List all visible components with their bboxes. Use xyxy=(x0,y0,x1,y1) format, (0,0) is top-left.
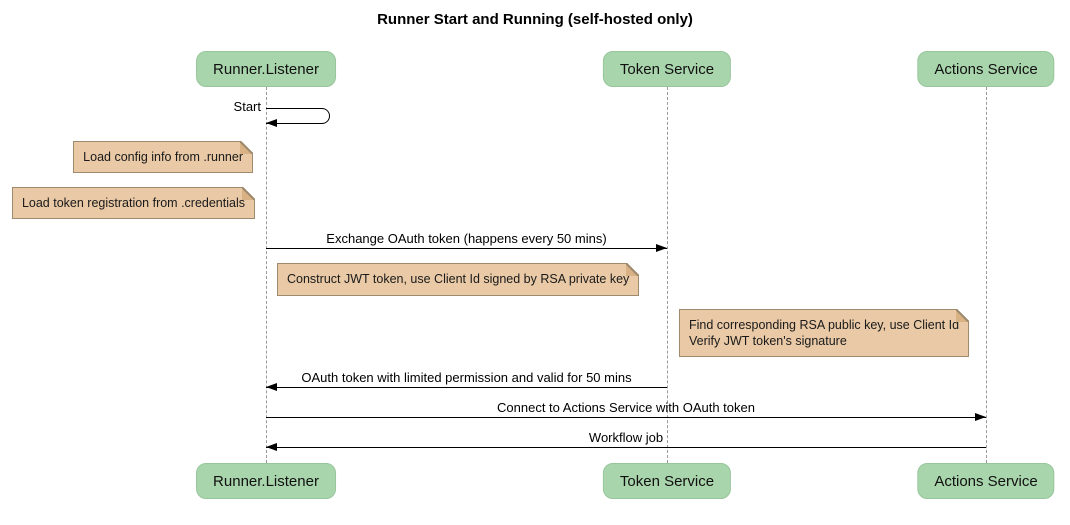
message-line xyxy=(266,387,667,388)
message-label-connect: Connect to Actions Service with OAuth to… xyxy=(497,400,755,415)
lifeline-actions-service xyxy=(986,87,987,463)
message-label-workflow-job: Workflow job xyxy=(588,430,664,445)
message-connect: Connect to Actions Service with OAuth to… xyxy=(266,400,986,421)
message-line xyxy=(266,248,667,249)
self-message-loop xyxy=(266,108,330,124)
message-line xyxy=(266,447,986,448)
message-label-oauth-return: OAuth token with limited permission and … xyxy=(301,370,632,385)
message-label-start: Start xyxy=(233,99,261,114)
note-load-config-text: Load config info from .runner xyxy=(83,150,243,164)
note-verify-jwt: Find corresponding RSA public key, use C… xyxy=(679,309,970,357)
lifeline-token-service xyxy=(667,87,668,463)
arrowhead-left-icon xyxy=(266,119,277,127)
actor-top-actions-service: Actions Service xyxy=(917,51,1055,87)
note-load-config: Load config info from .runner xyxy=(73,141,253,173)
note-verify-jwt-line2: Verify JWT token's signature xyxy=(689,334,847,348)
actor-bottom-token-service: Token Service xyxy=(602,463,732,499)
note-verify-jwt-line1: Find corresponding RSA public key, use C… xyxy=(689,318,960,332)
note-load-credentials: Load token registration from .credential… xyxy=(11,187,256,219)
lifeline-runner-listener xyxy=(266,87,267,463)
actor-top-token-service: Token Service xyxy=(602,51,732,87)
note-construct-jwt-text: Construct JWT token, use Client Id signe… xyxy=(287,272,630,286)
actor-bottom-runner-listener: Runner.Listener xyxy=(196,463,336,499)
diagram-title: Runner Start and Running (self-hosted on… xyxy=(377,11,693,28)
note-construct-jwt: Construct JWT token, use Client Id signe… xyxy=(277,263,640,296)
actor-top-runner-listener: Runner.Listener xyxy=(196,51,336,87)
note-load-credentials-text: Load token registration from .credential… xyxy=(21,196,245,210)
message-line xyxy=(266,417,986,418)
actor-bottom-actions-service: Actions Service xyxy=(917,463,1055,499)
message-label-exchange-oauth: Exchange OAuth token (happens every 50 m… xyxy=(326,231,607,246)
arrowhead-right-icon xyxy=(975,413,986,421)
arrowhead-left-icon xyxy=(266,383,277,391)
message-oauth-return: OAuth token with limited permission and … xyxy=(266,370,667,391)
message-workflow-job: Workflow job xyxy=(266,430,986,451)
arrowhead-left-icon xyxy=(266,443,277,451)
arrowhead-right-icon xyxy=(656,244,667,252)
message-exchange-oauth: Exchange OAuth token (happens every 50 m… xyxy=(266,231,667,252)
